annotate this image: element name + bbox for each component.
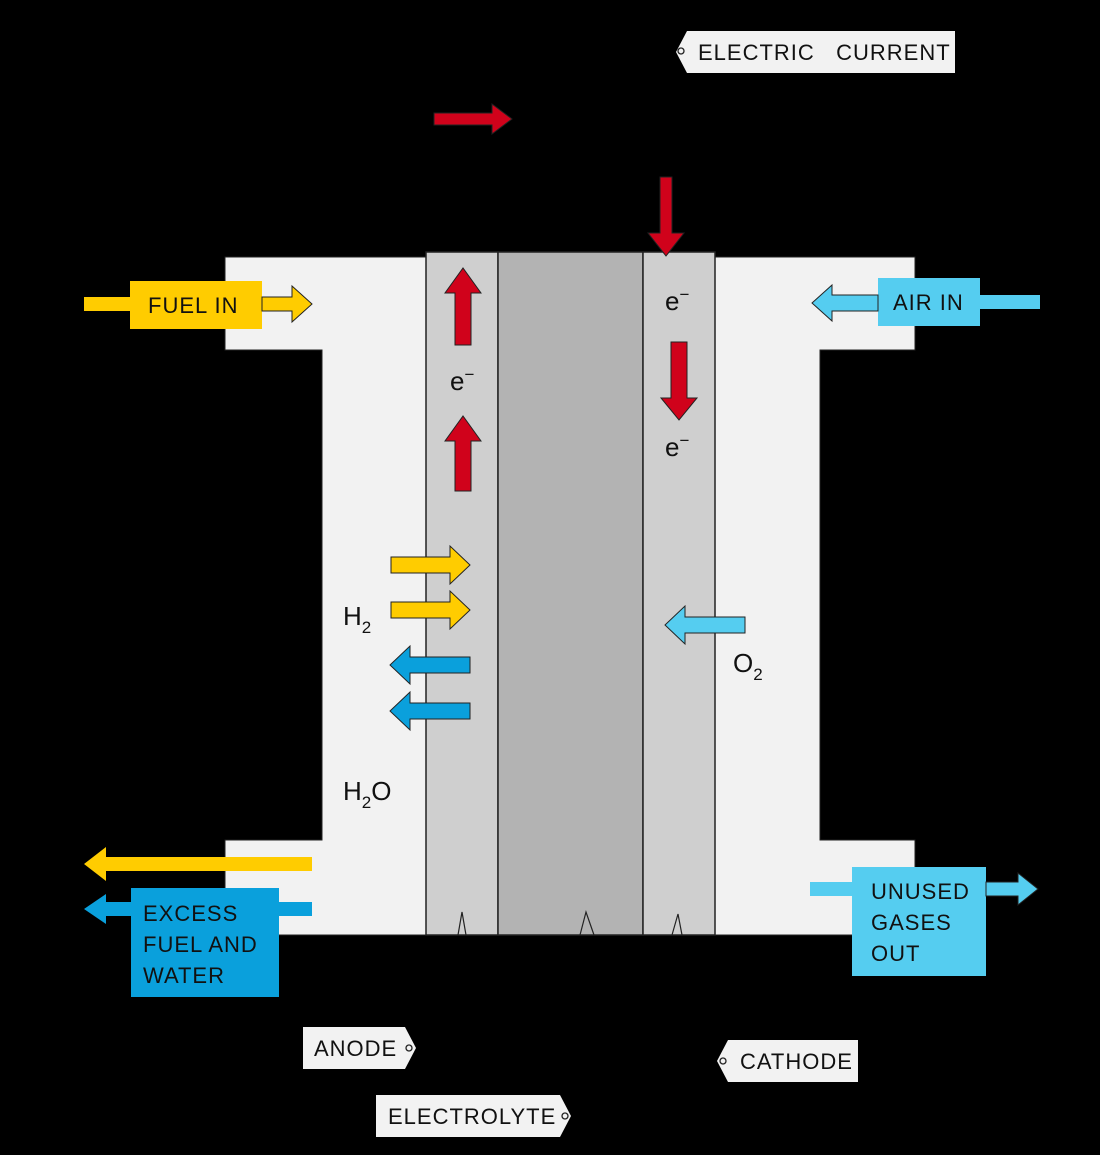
hydrogen-arrow-1: [390, 544, 471, 586]
unused-gases-arrow: [985, 871, 1039, 907]
water-arrow-2: [389, 690, 471, 732]
unused-gases-label-2: GASES: [871, 910, 952, 935]
unused-gases-box: [852, 867, 986, 976]
anode-label: ANODE: [314, 1036, 397, 1061]
electrolyte-tag-hole: [561, 1112, 569, 1120]
anode-pointer-mark: [457, 911, 467, 936]
fuel-in-arrow: [261, 284, 313, 324]
electron-down-arrow: [659, 341, 699, 421]
electric-current-label: ELECTRIC CURRENT: [698, 40, 951, 65]
electric-current-tag: [676, 31, 955, 73]
unused-gases-label: UNUSED: [871, 879, 970, 904]
water-arrow-1: [389, 644, 471, 686]
fuel-in-label: FUEL IN: [148, 293, 239, 318]
anode-electrode: [425, 251, 499, 936]
cathode-tag-hole: [719, 1057, 727, 1065]
excess-fuel-label-2: FUEL AND: [143, 932, 258, 957]
anode-tag-hole: [405, 1044, 413, 1052]
hydrogen-arrow-2: [390, 589, 471, 631]
unused-gases-line: [810, 882, 852, 896]
electron-up-arrow-1: [444, 267, 482, 346]
air-in-label: AIR IN: [893, 290, 964, 315]
cathode-label: CATHODE: [740, 1049, 853, 1074]
oxygen-arrow: [664, 604, 746, 646]
electrolyte-tag: [376, 1095, 571, 1137]
unused-gases-label-3: OUT: [871, 941, 920, 966]
air-in-box: [878, 278, 980, 326]
electron-in-arrow: [646, 176, 686, 257]
electric-current-tag-hole: [677, 47, 685, 55]
electrolyte-pointer-mark: [579, 909, 595, 936]
excess-fuel-label-3: WATER: [143, 963, 225, 988]
hydrogen-label: H2: [343, 601, 371, 637]
electrolyte-label: ELECTROLYTE: [388, 1104, 556, 1129]
air-in-arrow: [811, 283, 879, 323]
electron-label-cathode-2: e−: [665, 431, 689, 462]
water-label: H2O: [343, 776, 391, 812]
air-in-line: [978, 295, 1040, 309]
oxygen-label: O2: [733, 648, 763, 684]
electron-label-anode: e−: [450, 365, 474, 396]
cathode-tag: [717, 1040, 858, 1082]
fuel-in-line: [84, 297, 132, 311]
current-direction-arrow: [433, 103, 513, 135]
excess-fuel-label: EXCESS: [143, 901, 238, 926]
excess-fuel-box: [131, 888, 279, 997]
electrolyte-layer: [497, 251, 644, 936]
electron-label-cathode-1: e−: [665, 285, 689, 316]
excess-fuel-arrow: [84, 847, 312, 881]
anode-tag: [303, 1027, 416, 1069]
cathode-pointer-mark: [671, 913, 683, 936]
electron-up-arrow-2: [444, 415, 482, 492]
fuel-in-box: [130, 281, 262, 329]
